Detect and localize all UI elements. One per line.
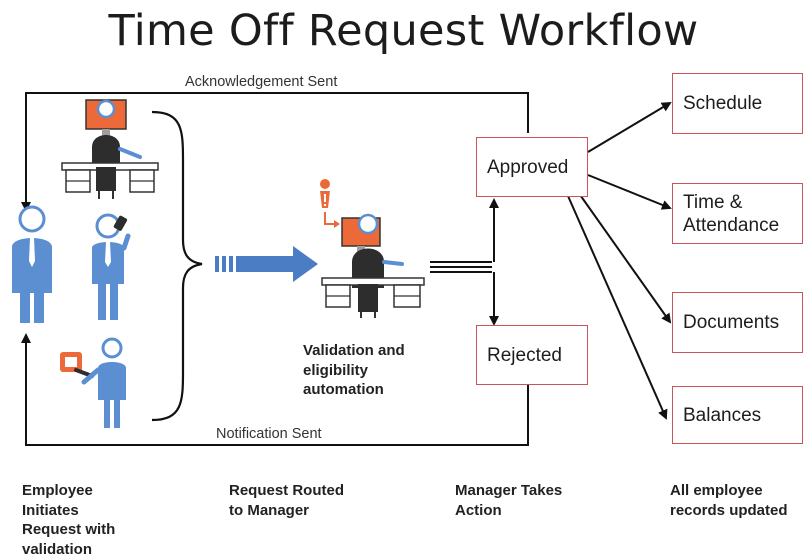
caption-employee-initiates: Employee Initiates Request with validati…: [22, 482, 116, 558]
rejected-box: Rejected: [476, 325, 588, 385]
employee-kiosk-icon: [60, 337, 126, 428]
documents-label: Documents: [683, 312, 780, 333]
rejected-label: Rejected: [487, 344, 562, 366]
employee-on-phone-icon: [92, 213, 131, 320]
validation-automation-label: Validation and eligibility automation: [303, 342, 405, 398]
caption-manager-action: Manager Takes Action: [455, 482, 563, 519]
grouping-brace: [151, 110, 203, 422]
employee-at-computer-icon: [61, 99, 159, 199]
acknowledgement-sent-label: Acknowledgement Sent: [185, 74, 338, 90]
approved-box: Approved: [476, 137, 588, 197]
record-update-arrows: [567, 101, 672, 420]
caption-request-routed: Request Routed to Manager: [229, 482, 345, 519]
schedule-label: Schedule: [683, 93, 763, 114]
time-attendance-label: Time & Attendance: [683, 191, 780, 236]
decision-branch: [430, 198, 499, 326]
schedule-box: Schedule: [672, 73, 803, 134]
notification-sent-label: Notification Sent: [214, 426, 324, 442]
documents-box: Documents: [672, 292, 803, 353]
routing-arrow: [215, 246, 318, 282]
page-title: Time Off Request Workflow: [108, 6, 699, 56]
balances-box: Balances: [672, 386, 803, 444]
balances-label: Balances: [683, 404, 762, 426]
employee-figure-icon: [12, 205, 52, 323]
acknowledgement-loop: [21, 92, 529, 212]
time-attendance-box: Time & Attendance: [672, 183, 803, 244]
approved-label: Approved: [487, 156, 569, 178]
caption-records-updated: All employee records updated: [670, 482, 788, 519]
notification-loop: [21, 333, 529, 446]
manager-at-computer-icon: [320, 179, 425, 318]
